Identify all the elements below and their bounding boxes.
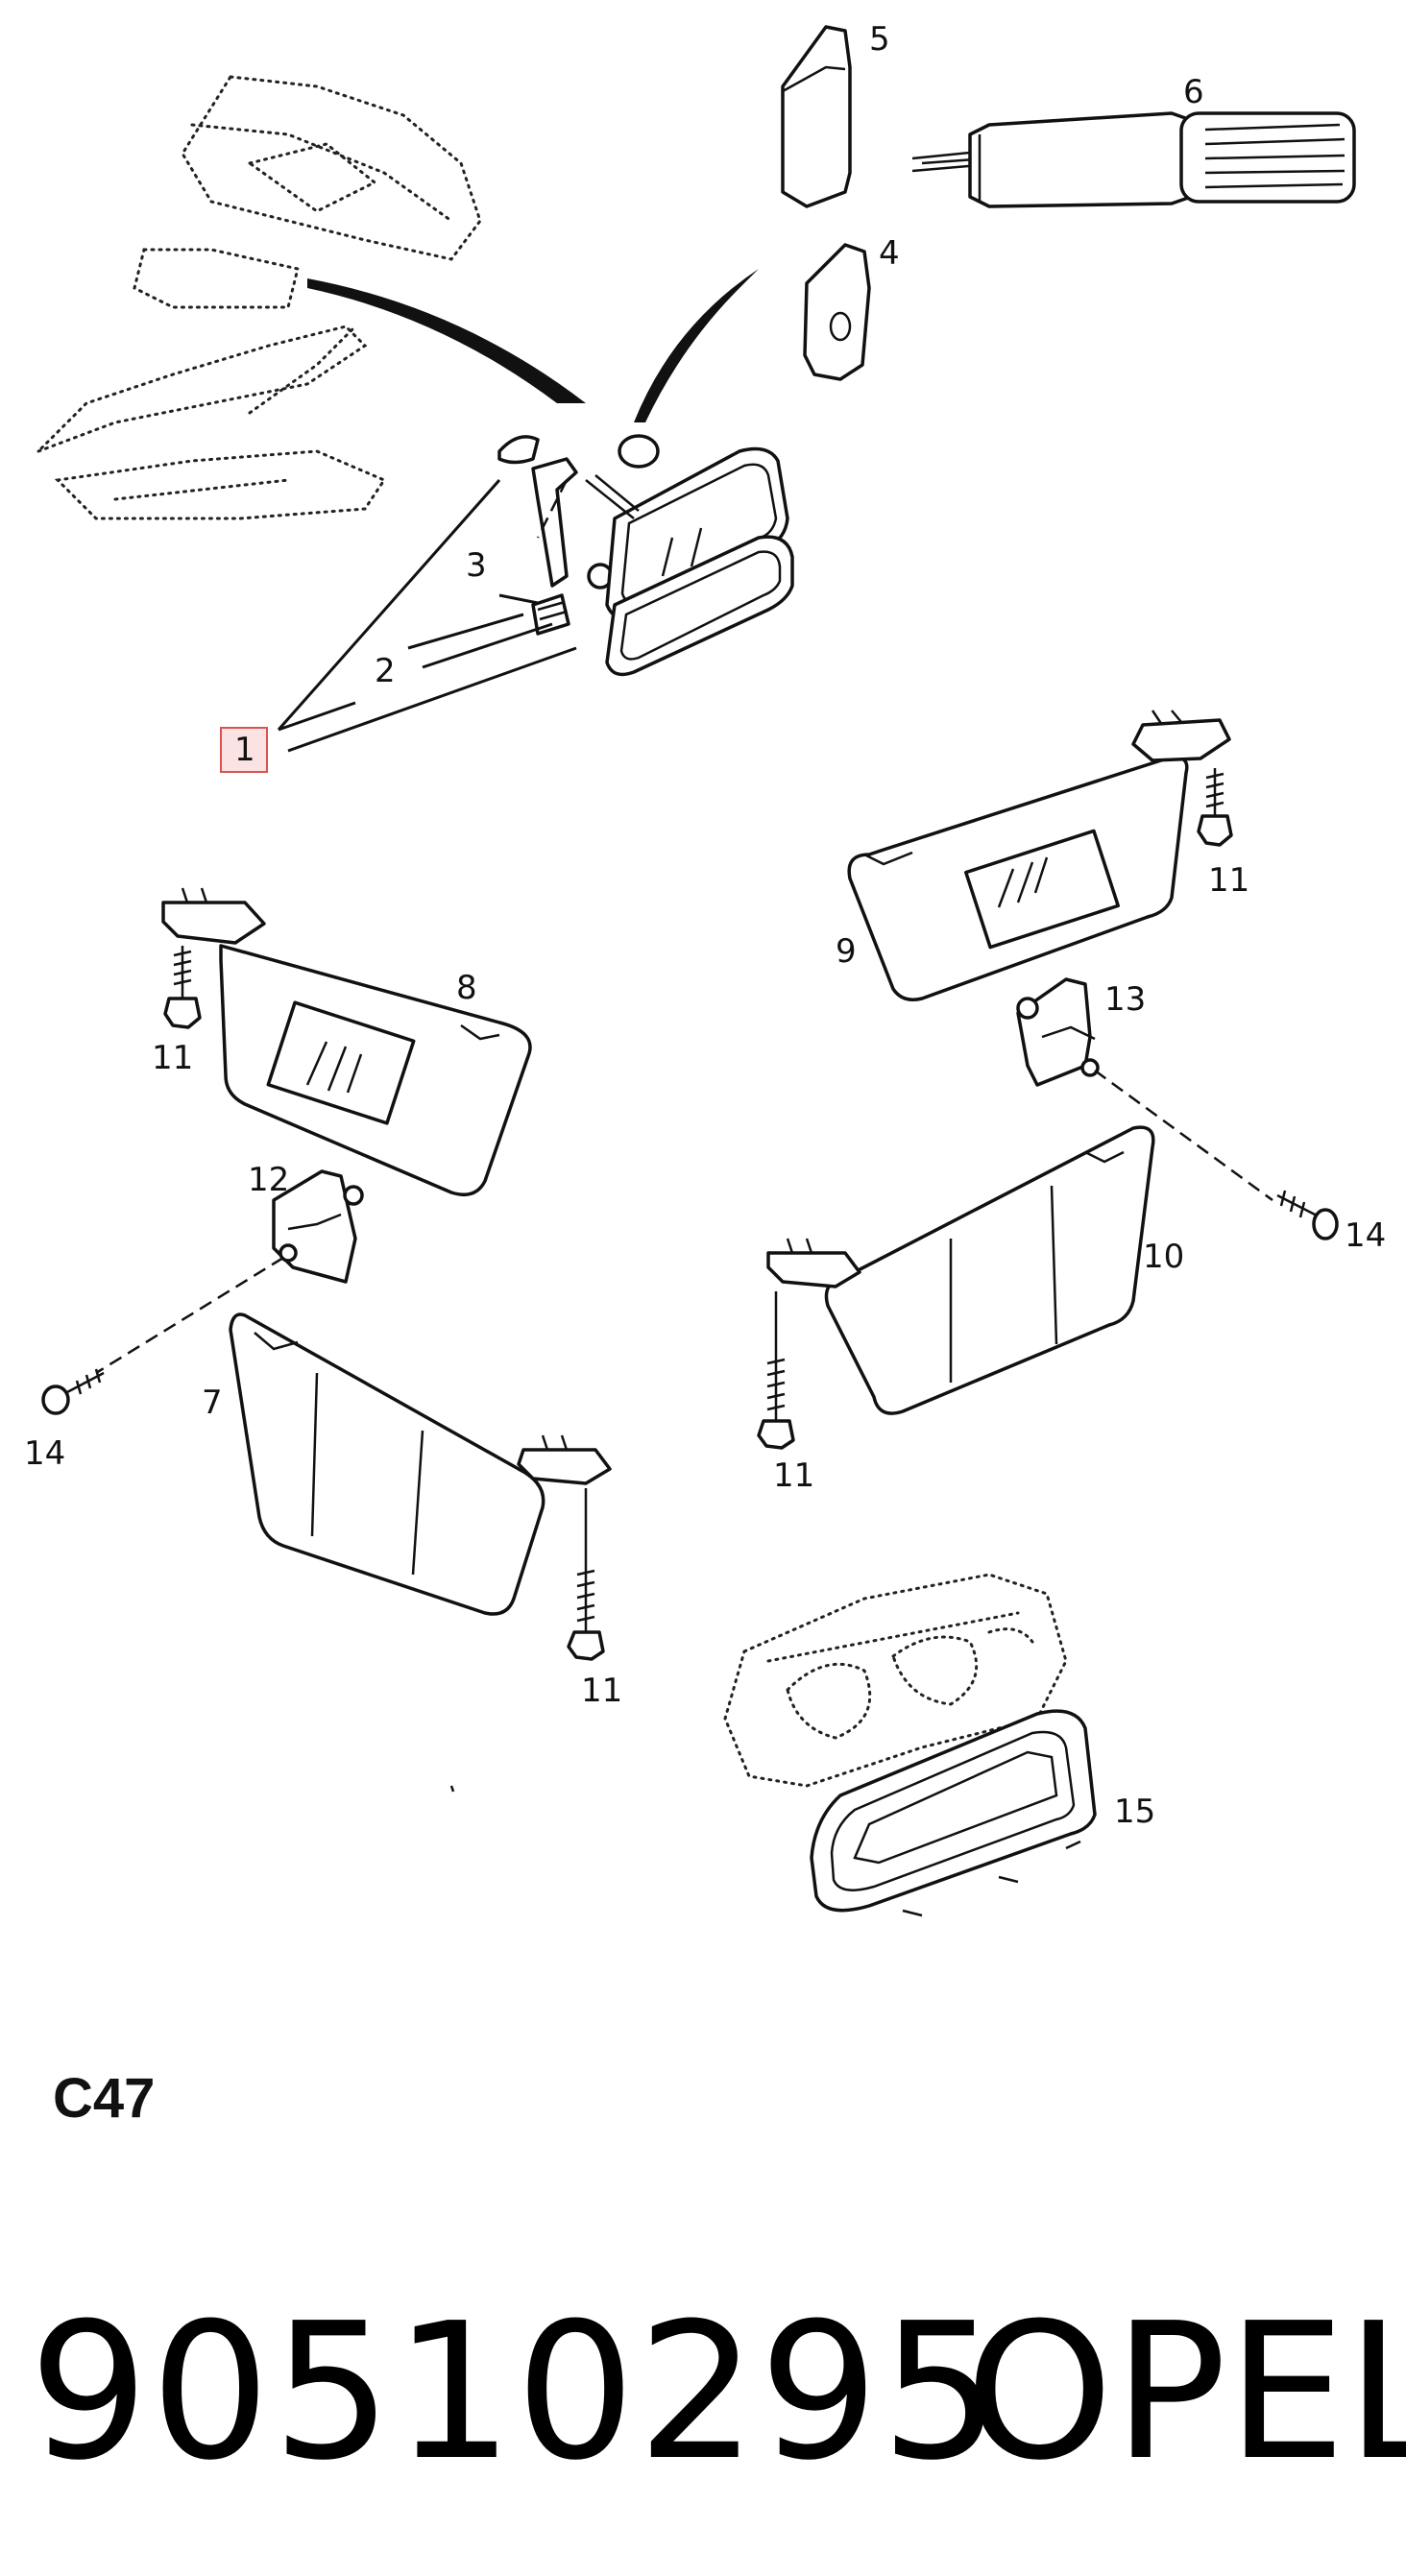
callout-15: 15 (1114, 1793, 1155, 1831)
part-1-rear-view-mirror (585, 446, 794, 677)
part-7-sun-visor-left-lower (229, 1312, 545, 1616)
screw-14-a (41, 1368, 105, 1415)
callout-6: 6 (1183, 73, 1204, 111)
pointer-arrow-right (634, 269, 759, 422)
callout-4: 4 (879, 234, 900, 273)
screw-11-c (757, 1291, 795, 1450)
callout-11-d: 11 (1208, 861, 1249, 900)
callout-2: 2 (375, 652, 396, 690)
callout-14-a: 14 (24, 1434, 65, 1473)
callout-1: 1 (234, 731, 255, 769)
part-5-cover (781, 25, 852, 208)
callout-7: 7 (202, 1384, 223, 1422)
dash-13-14 (1094, 1069, 1273, 1202)
part-9-sun-visor-right (847, 756, 1189, 1001)
small-tick (449, 1785, 455, 1793)
hinge-9 (1131, 710, 1231, 762)
callout-12: 12 (248, 1161, 289, 1199)
brand-name: OPEL (965, 2283, 1406, 2502)
callout-1-highlight (220, 727, 268, 773)
callout-8: 8 (456, 969, 477, 1007)
part-6-adhesive-tube (911, 111, 1356, 208)
callout-3: 3 (466, 546, 487, 585)
hinge-8 (161, 887, 266, 945)
callout-5: 5 (869, 20, 890, 59)
screw-11-b (567, 1488, 605, 1661)
mirror-small-parts (497, 434, 660, 636)
part-4-base-plate (803, 243, 871, 381)
part-number: 90510295 (29, 2283, 1003, 2502)
callout-13: 13 (1104, 980, 1146, 1019)
callout-14-b: 14 (1345, 1216, 1386, 1255)
leader-1 (277, 479, 577, 753)
leader-3 (498, 593, 539, 605)
hinge-7 (517, 1434, 612, 1485)
callout-10: 10 (1143, 1238, 1184, 1276)
hinge-10 (766, 1238, 861, 1288)
dash-12-14 (95, 1256, 284, 1375)
part-13-clip-right (1016, 977, 1100, 1087)
screw-14-b (1276, 1190, 1339, 1240)
callout-11-c: 11 (773, 1457, 814, 1495)
callout-11-a: 11 (152, 1039, 193, 1077)
screw-11-d (1197, 768, 1233, 847)
part-10-sun-visor-right-lower (824, 1125, 1155, 1415)
pointer-arrow-left (307, 278, 586, 403)
part-12-clip-left (272, 1169, 364, 1284)
callout-9: 9 (836, 932, 857, 971)
callout-11-b: 11 (581, 1672, 622, 1710)
leader-2 (407, 613, 553, 669)
sheet-code: C47 (53, 2067, 156, 2130)
ghost-roof-outline (36, 75, 482, 520)
part-15-cluster-frame (810, 1709, 1097, 1917)
part-8-sun-visor-left (219, 944, 532, 1196)
screw-11-a (163, 946, 202, 1029)
